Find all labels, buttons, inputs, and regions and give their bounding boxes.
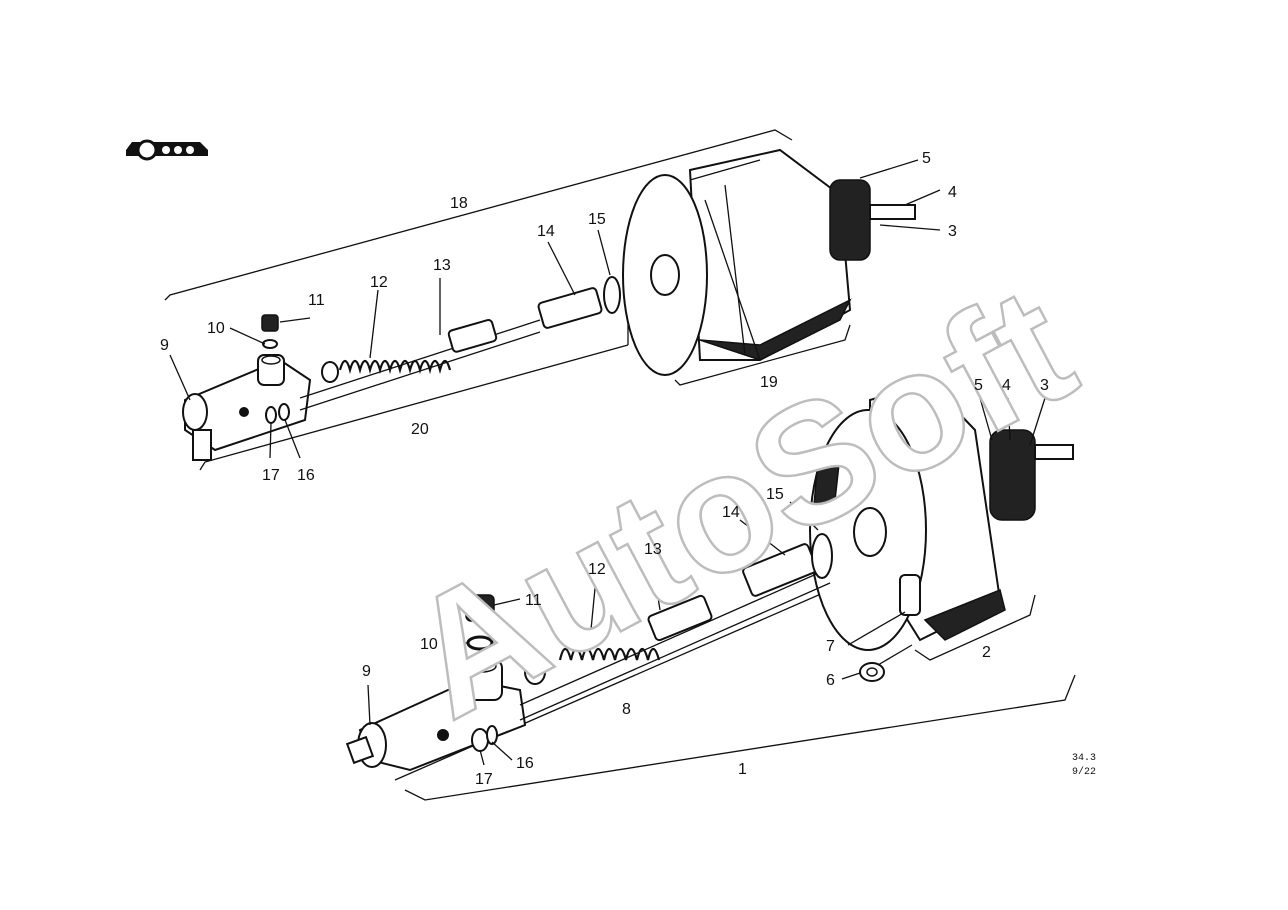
callout-13-bottom: 13 bbox=[644, 541, 662, 558]
callout-7: 7 bbox=[826, 638, 835, 655]
top-callouts: 18 5 4 3 15 14 13 12 11 10 9 19 20 17 16 bbox=[160, 150, 957, 484]
callout-12-bottom: 12 bbox=[588, 561, 606, 578]
callout-17-top: 17 bbox=[262, 467, 280, 484]
callout-5-top: 5 bbox=[922, 150, 931, 167]
bottom-assembly bbox=[345, 381, 1076, 801]
callout-6: 6 bbox=[826, 672, 835, 689]
callout-18: 18 bbox=[450, 195, 468, 212]
callout-16-top: 16 bbox=[297, 467, 315, 484]
car-model-icon bbox=[126, 139, 208, 161]
callout-3-bottom: 3 bbox=[1040, 377, 1049, 394]
callout-1: 1 bbox=[738, 761, 747, 778]
callout-15-top: 15 bbox=[588, 211, 606, 228]
callout-11-bottom: 11 bbox=[525, 592, 542, 609]
callout-15-bottom: 15 bbox=[766, 486, 784, 503]
callout-20: 20 bbox=[411, 421, 429, 438]
callout-8: 8 bbox=[622, 701, 631, 718]
callout-10-top: 10 bbox=[207, 320, 225, 337]
top-assembly bbox=[164, 129, 941, 471]
callout-11-top: 11 bbox=[308, 292, 325, 309]
callout-9-top: 9 bbox=[160, 337, 169, 354]
bottom-callouts: 5 4 3 14 15 13 12 11 10 9 7 6 2 8 17 16 … bbox=[362, 377, 1049, 788]
callout-14-bottom: 14 bbox=[722, 504, 740, 521]
drawing-code-line-2: 9/22 bbox=[1072, 766, 1096, 778]
callout-17-bottom: 17 bbox=[475, 771, 493, 788]
drawing-code-line-1: 34.3 bbox=[1072, 753, 1096, 764]
callout-9-bottom: 9 bbox=[362, 663, 371, 680]
top-master-cylinder bbox=[182, 319, 541, 461]
callout-3-top: 3 bbox=[948, 223, 957, 240]
callout-14-top: 14 bbox=[537, 223, 555, 240]
callout-19: 19 bbox=[760, 374, 778, 391]
callout-4-bottom: 4 bbox=[1002, 377, 1011, 394]
callout-16-bottom: 16 bbox=[516, 755, 534, 772]
callout-4-top: 4 bbox=[948, 184, 957, 201]
callout-10-bottom: 10 bbox=[420, 636, 438, 653]
callout-13-top: 13 bbox=[433, 257, 451, 274]
drawing-code: 34.3 9/22 bbox=[1072, 753, 1096, 778]
callout-5-bottom: 5 bbox=[974, 377, 983, 394]
bottom-master-cylinder bbox=[345, 567, 831, 772]
callout-12-top: 12 bbox=[370, 274, 388, 291]
callout-2: 2 bbox=[982, 644, 991, 661]
top-brake-booster bbox=[622, 148, 916, 376]
bottom-brake-booster bbox=[809, 381, 1074, 682]
